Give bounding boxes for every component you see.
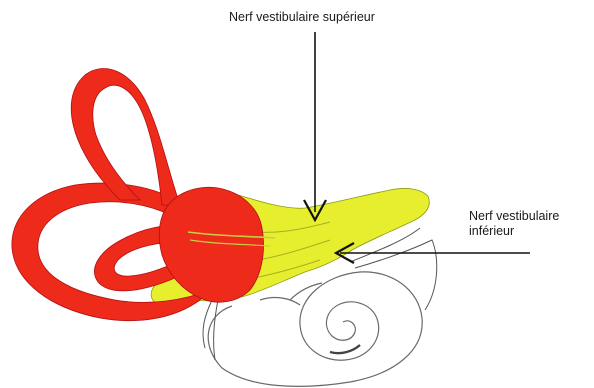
- inferior-label-line2: inférieur: [469, 224, 559, 239]
- inferior-label-line1: Nerf vestibulaire: [469, 209, 559, 224]
- superior-nerve-arrow: [304, 32, 326, 220]
- inferior-vestibular-nerve-label: Nerf vestibulaire inférieur: [469, 209, 559, 239]
- superior-vestibular-nerve-label: Nerf vestibulaire supérieur: [229, 10, 375, 25]
- labyrinth: [12, 68, 275, 320]
- inferior-nerve-arrow: [336, 243, 530, 263]
